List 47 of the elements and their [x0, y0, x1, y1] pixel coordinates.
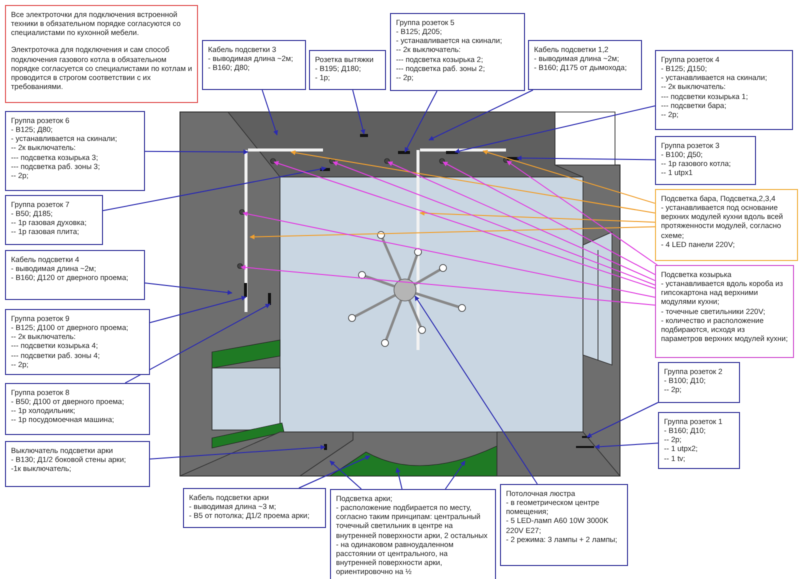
leader-line	[144, 282, 232, 295]
leader-line	[332, 161, 656, 286]
leader-line	[242, 211, 656, 298]
callout-box	[655, 136, 756, 185]
leader-line	[250, 226, 656, 240]
callout-box	[183, 488, 326, 528]
note-box	[5, 5, 198, 103]
leader-line	[396, 468, 402, 490]
leader-line	[274, 161, 656, 289]
callout-box	[330, 489, 496, 579]
leader-line	[352, 90, 366, 134]
callout-box	[5, 111, 145, 191]
leader-line	[414, 296, 538, 484]
leader-line	[506, 160, 658, 266]
leader-line	[388, 162, 656, 282]
callout-box	[655, 189, 798, 261]
callout-box	[5, 309, 150, 375]
leader-line	[290, 150, 656, 214]
leader-line	[442, 162, 656, 276]
callout-box	[202, 40, 306, 90]
leader-line	[262, 90, 278, 136]
callout-box	[658, 362, 740, 403]
leader-line	[516, 156, 656, 161]
leader-line	[428, 90, 534, 140]
leader-line	[454, 105, 656, 154]
callout-box	[5, 383, 150, 435]
leader-line	[482, 150, 656, 204]
leader-line	[586, 402, 658, 438]
callout-box	[5, 195, 103, 245]
callout-box	[5, 441, 150, 487]
leader-line	[404, 90, 438, 152]
leader-line	[420, 210, 656, 223]
leader-line	[594, 442, 658, 450]
callout-box	[655, 265, 794, 358]
callout-box	[390, 13, 525, 91]
callout-box	[500, 484, 628, 566]
callout-box	[655, 50, 793, 130]
leader-line	[102, 166, 326, 212]
leader-line	[124, 304, 270, 384]
callout-box	[528, 40, 642, 90]
leader-line	[150, 296, 246, 324]
callout-box	[309, 50, 386, 90]
leader-line	[150, 444, 326, 460]
leader-line	[144, 149, 248, 154]
leader-line	[240, 264, 656, 306]
callout-box	[5, 250, 145, 300]
callout-box	[658, 412, 740, 469]
